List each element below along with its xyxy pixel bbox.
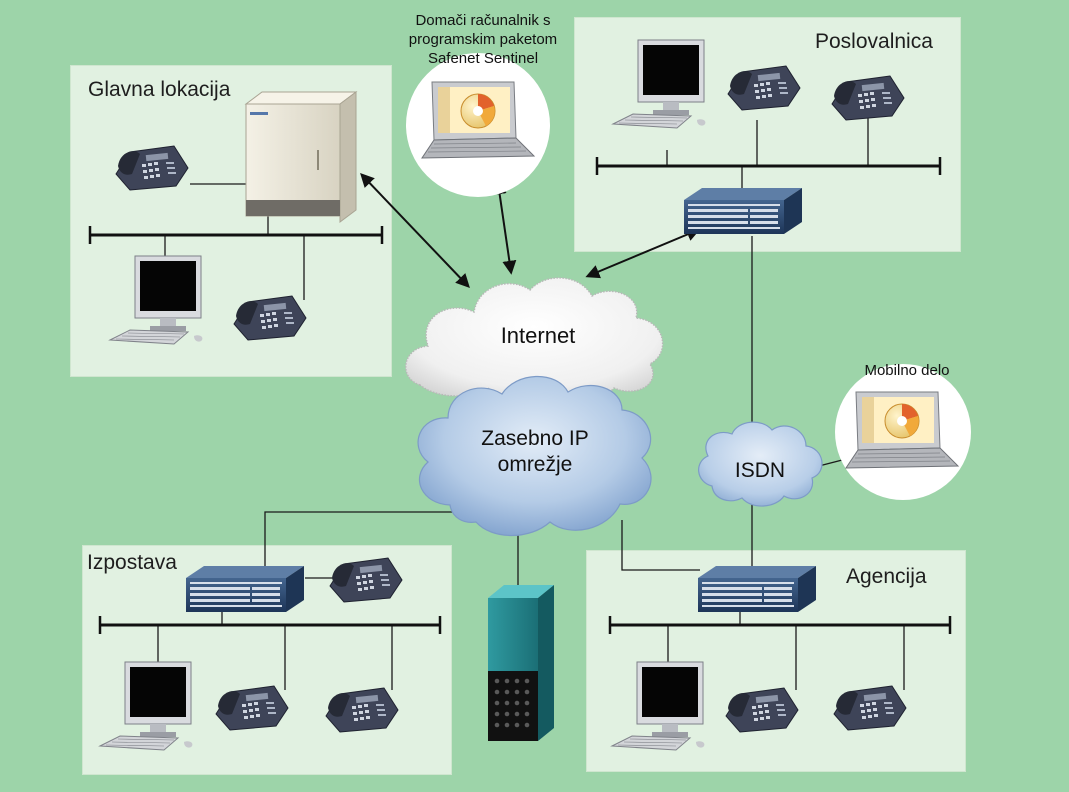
- agency-phone-icon-1: [725, 687, 799, 733]
- branch-router-icon: [684, 188, 802, 234]
- agency-phone-icon-2: [833, 685, 907, 731]
- branch-phone-icon-2: [831, 75, 905, 121]
- home-computer-label-line3: Safenet Sentinel: [427, 50, 539, 67]
- home-computer-label: Domači računalnik s programskim paketom …: [378, 11, 588, 68]
- private-ip-network-label: Zasebno IP omrežje: [460, 426, 610, 478]
- internet-label: Internet: [500, 323, 576, 348]
- outpost-pc-icon: [99, 661, 193, 751]
- home-computer-label-line2: programskim paketom: [408, 31, 558, 48]
- isdn-cloud: [698, 421, 823, 507]
- internet-arrows: [360, 172, 701, 289]
- outpost-title: Izpostava: [87, 551, 177, 574]
- mobile-work-label: Mobilno delo: [864, 362, 950, 379]
- main-location-title: Glavna lokacija: [88, 78, 231, 101]
- branch-phone-icon-1: [727, 65, 801, 111]
- outpost-router-icon: [186, 566, 304, 612]
- private-ip-label-line2: omrežje: [497, 453, 573, 476]
- main-phone-icon-2: [233, 295, 307, 341]
- agency-router-icon: [698, 566, 816, 612]
- agency-pc-icon: [611, 661, 705, 751]
- outpost-phone-icon-1: [329, 557, 403, 603]
- connection-lines: [157, 118, 905, 690]
- main-phone-icon-1: [115, 145, 189, 191]
- server-icon: [488, 585, 554, 741]
- isdn-label: ISDN: [734, 459, 786, 482]
- branch-office-title: Poslovalnica: [815, 30, 933, 53]
- branch-pc-icon: [612, 39, 706, 129]
- internet-cloud: [404, 277, 664, 402]
- pbx-cabinet-icon: [244, 91, 358, 223]
- private-ip-cloud: [417, 375, 652, 537]
- outpost-phone-icon-2: [215, 685, 289, 731]
- agency-title: Agencija: [846, 565, 927, 588]
- main-pc-icon: [109, 255, 203, 345]
- home-computer-label-line1: Domači računalnik s: [415, 12, 551, 29]
- private-ip-label-line1: Zasebno IP: [481, 427, 589, 450]
- lan-buses: [88, 157, 952, 634]
- outpost-phone-icon-3: [325, 687, 399, 733]
